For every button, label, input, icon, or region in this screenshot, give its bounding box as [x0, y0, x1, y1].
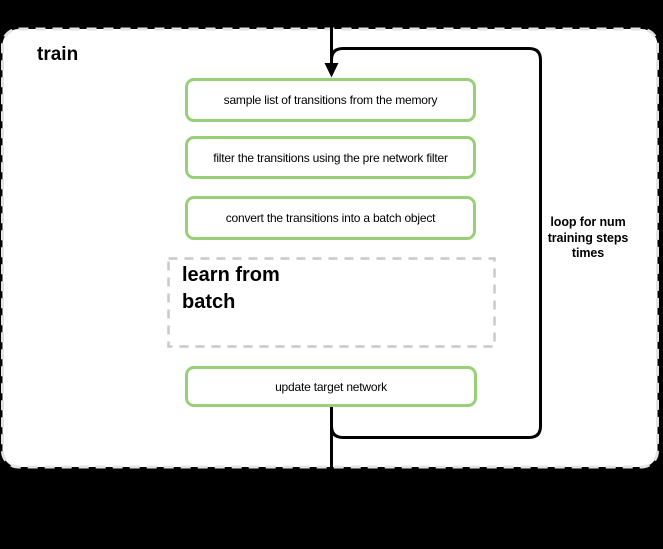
subprocess-learn-from-batch-label: learn from batch — [182, 264, 280, 313]
step-box-sample-transitions: sample list of transitions from the memo… — [185, 78, 476, 122]
down-arrowhead-icon — [324, 63, 339, 78]
subprocess-learn-from-batch-box — [167, 257, 496, 348]
train-group-label: train — [37, 44, 79, 65]
loop-edge — [330, 47, 542, 439]
step-box-update-target-network: update target network — [185, 366, 477, 407]
step-box-convert-to-batch: convert the transitions into a batch obj… — [185, 196, 476, 240]
loop-annotation: loop for num training steps times — [547, 215, 629, 260]
step-box-filter-transitions: filter the transitions using the pre net… — [185, 136, 476, 179]
